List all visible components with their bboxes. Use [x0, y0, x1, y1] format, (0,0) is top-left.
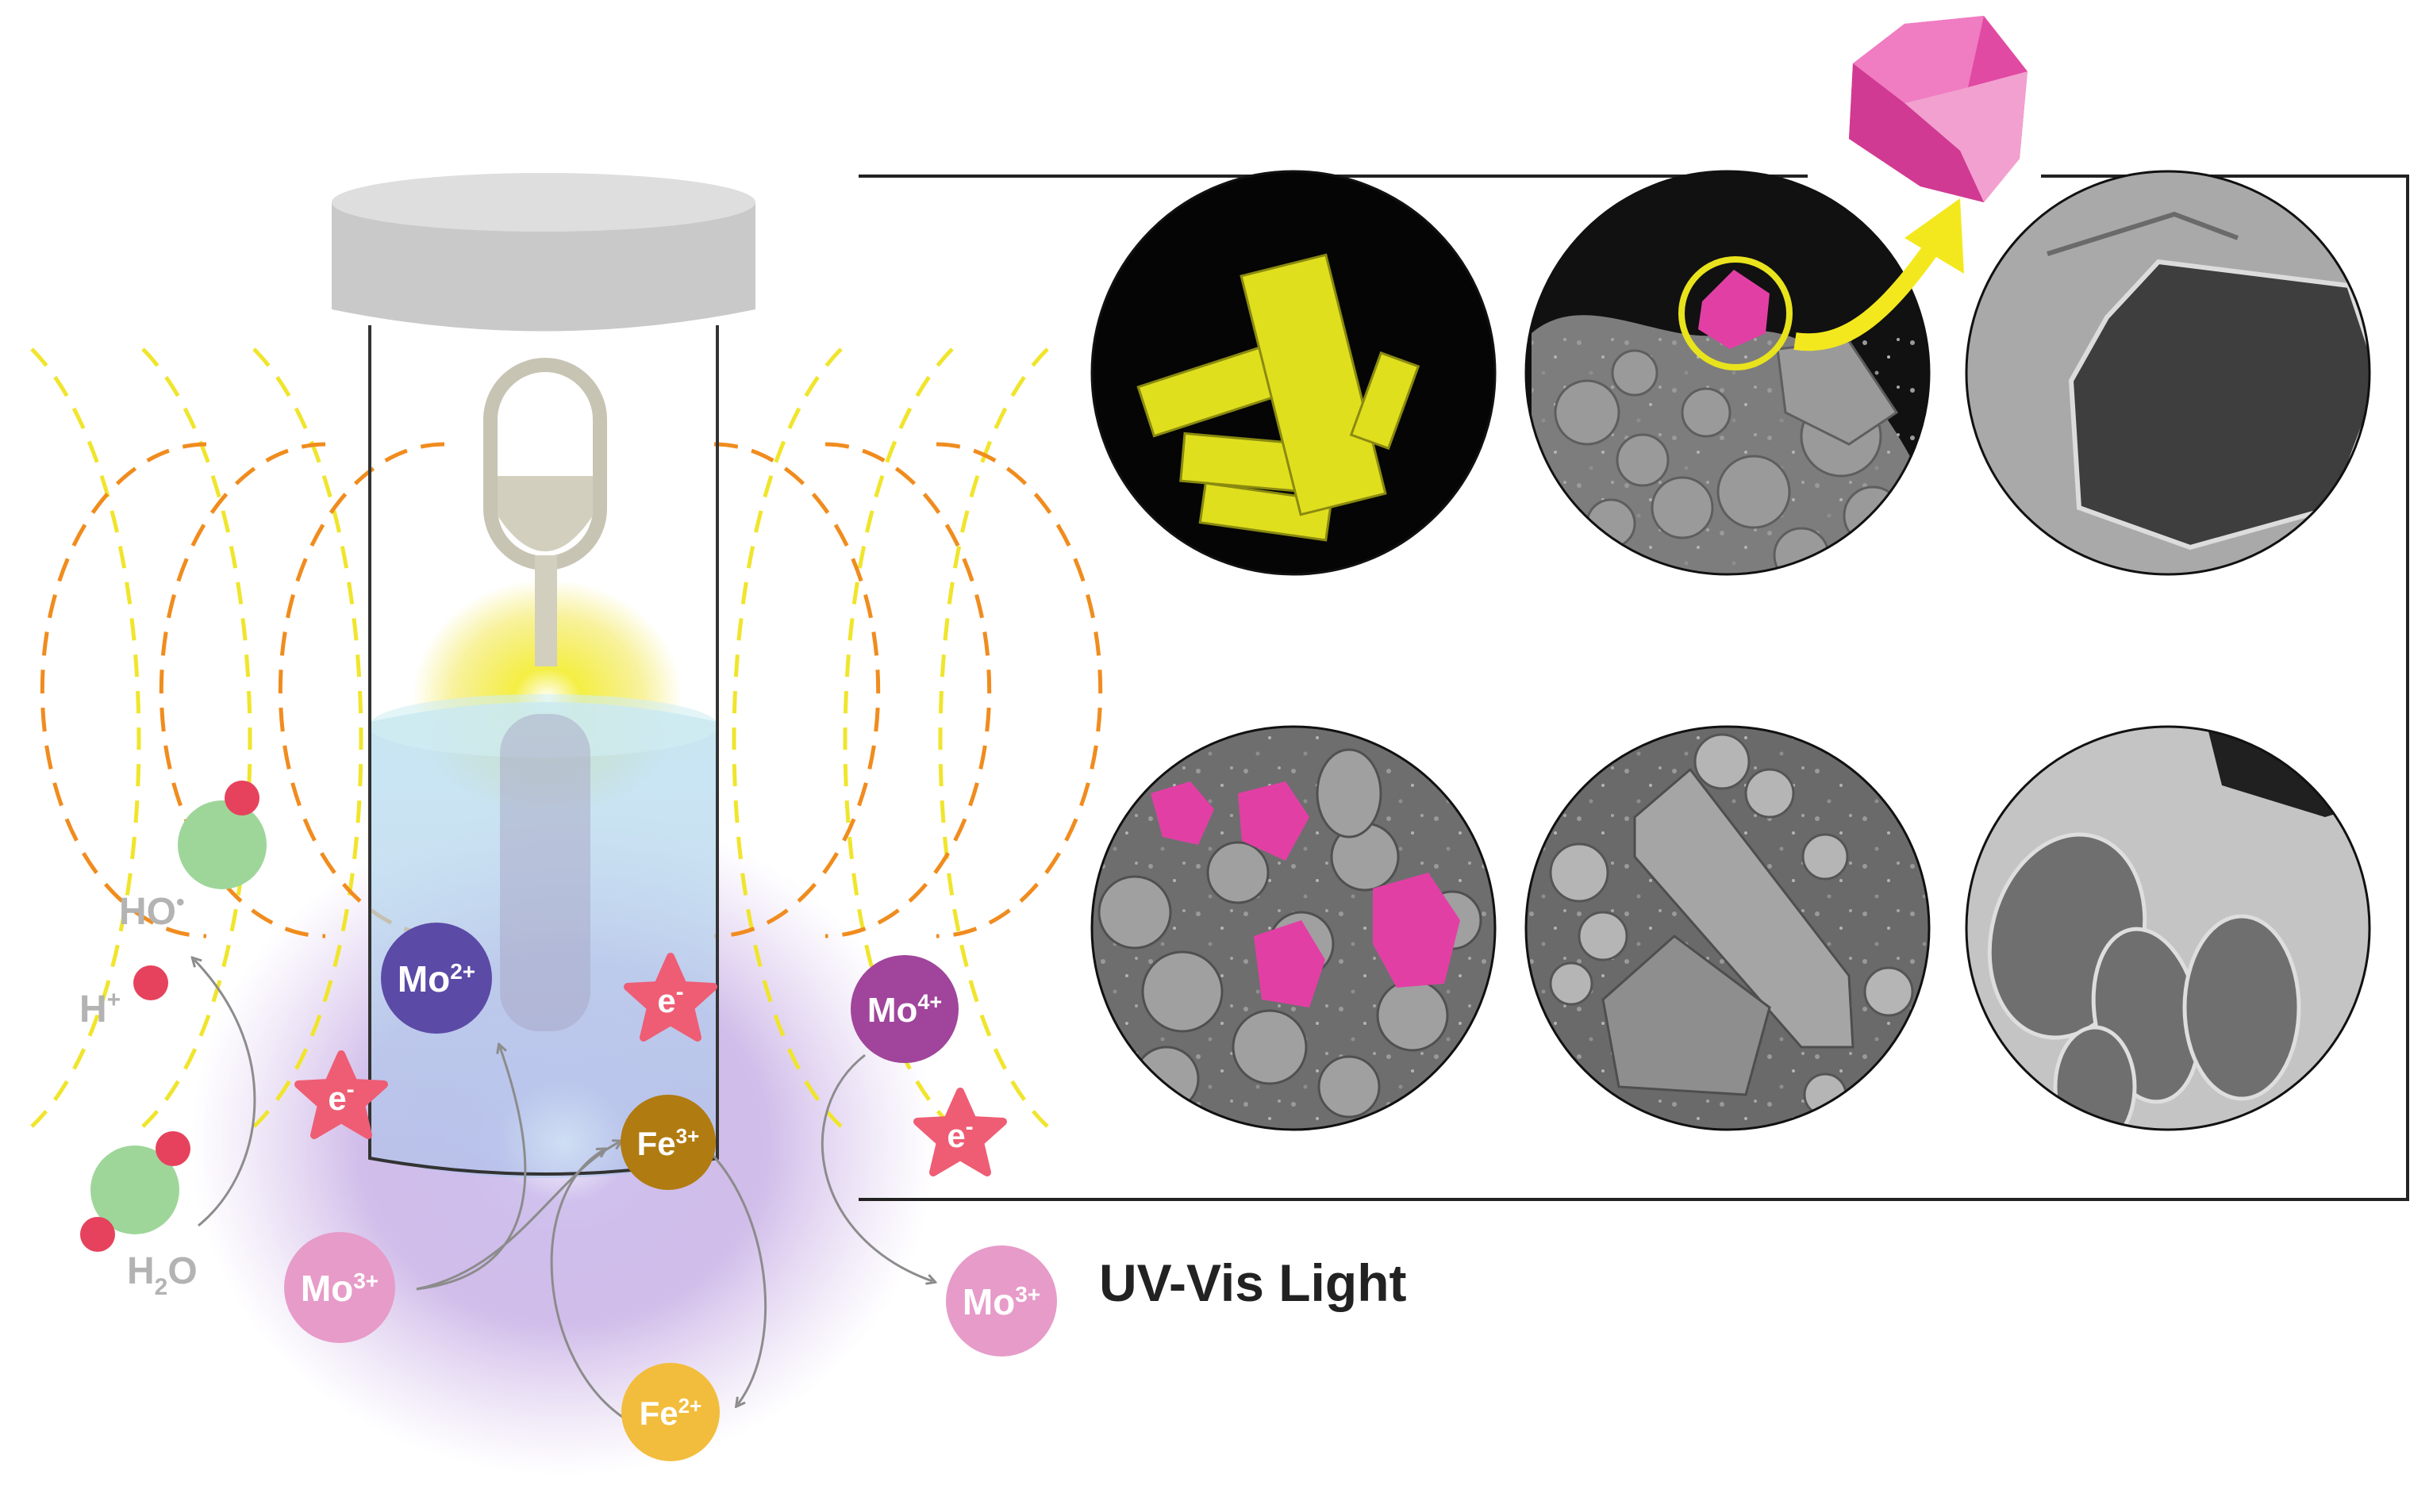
ion-mo4: Mo4+: [851, 955, 959, 1063]
svg-text:Fe3+: Fe3+: [637, 1124, 700, 1162]
ion-fe2: Fe2+: [621, 1363, 720, 1461]
svg-text:Mo3+: Mo3+: [301, 1268, 379, 1309]
sem-pink-crystals: [1092, 727, 1495, 1130]
photoreactor: [332, 173, 755, 1178]
reactor-lid: [332, 173, 755, 332]
sem-prism-crystals: [1526, 727, 1929, 1130]
electron-star: e-: [624, 953, 717, 1042]
electron-star: e-: [913, 1088, 1007, 1176]
proton-label: H+: [79, 987, 121, 1030]
tem-oval-particles: [1966, 727, 2370, 1130]
sem-yellow-rods: [1092, 171, 1495, 574]
svg-text:e-: e-: [947, 1114, 973, 1154]
orange-field-lines: [40, 442, 1103, 938]
water-molecule: [80, 1131, 190, 1252]
svg-text:e-: e-: [657, 979, 683, 1019]
water-label: H2O: [127, 1250, 198, 1300]
ion-fe3: Fe3+: [621, 1095, 716, 1190]
svg-text:Mo4+: Mo4+: [867, 990, 942, 1030]
svg-text:Mo3+: Mo3+: [963, 1281, 1040, 1322]
uv-lamp: [483, 358, 607, 1031]
svg-text:e-: e-: [328, 1076, 354, 1117]
svg-text:Fe2+: Fe2+: [640, 1394, 702, 1432]
tem-hexagonal-particle: [1966, 171, 2370, 574]
yellow-field-lines: [30, 347, 1049, 1128]
ion-mo3-left: Mo3+: [284, 1232, 395, 1343]
highlight-ring: [1678, 256, 1793, 370]
zoom-arrow: [1793, 236, 1943, 351]
electron-star: e-: [294, 1050, 388, 1139]
zoom-arrowhead: [1905, 198, 1964, 274]
proton-atom: [133, 965, 168, 1000]
hydroxyl-label: HO•: [119, 889, 185, 933]
ion-mo2: Mo2+: [381, 923, 492, 1034]
hydroxyl-molecule: [178, 781, 267, 889]
svg-text:Mo2+: Mo2+: [398, 958, 475, 1000]
light-label: UV-Vis Light: [1099, 1253, 1407, 1312]
reaction-arrows: [194, 960, 932, 1422]
ion-mo3-right: Mo3+: [946, 1245, 1057, 1357]
crystal-model: [1849, 16, 2028, 202]
